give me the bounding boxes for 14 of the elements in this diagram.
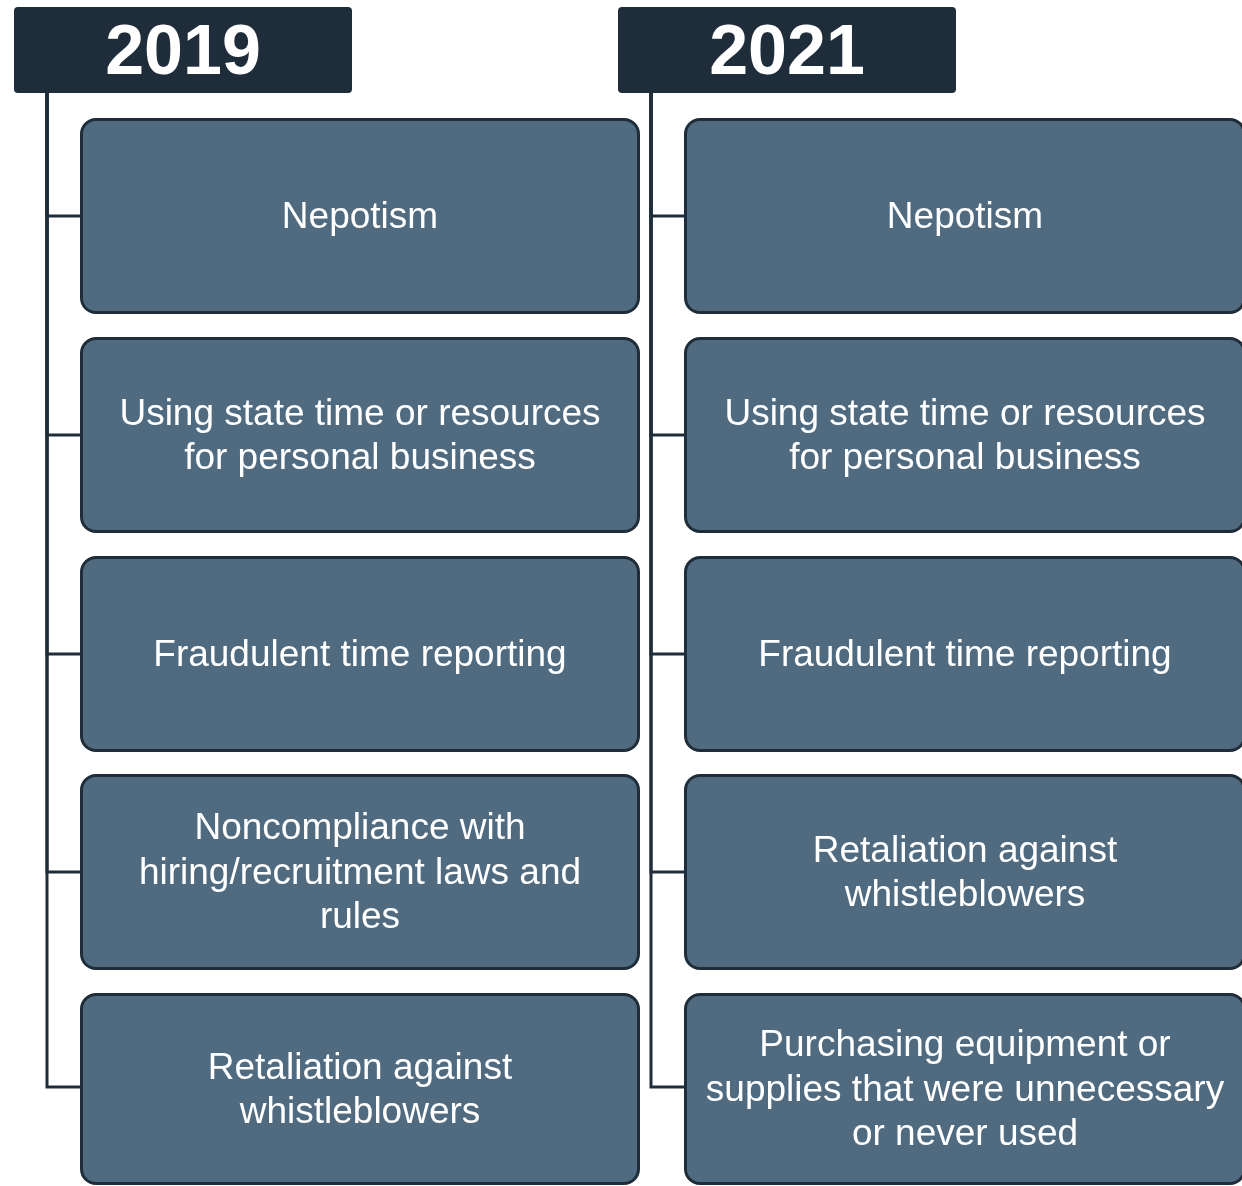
connector-line	[45, 93, 80, 1089]
category-box: Retaliation against whistleblowers	[80, 993, 640, 1185]
category-box: Retaliation against whistleblowers	[684, 774, 1242, 970]
category-box: Noncompliance with hiring/recruitment laws and rules	[80, 774, 640, 970]
category-box: Fraudulent time reporting	[80, 556, 640, 752]
year-header: 2021	[618, 7, 956, 93]
category-box: Nepotism	[684, 118, 1242, 314]
category-box: Fraudulent time reporting	[684, 556, 1242, 752]
category-box: Purchasing equipment or supplies that were unnecessary or never used	[684, 993, 1242, 1185]
connector-line	[649, 93, 684, 1089]
year-header: 2019	[14, 7, 352, 93]
category-box: Using state time or resources for personal business	[684, 337, 1242, 533]
category-box: Using state time or resources for personal business	[80, 337, 640, 533]
category-box: Nepotism	[80, 118, 640, 314]
